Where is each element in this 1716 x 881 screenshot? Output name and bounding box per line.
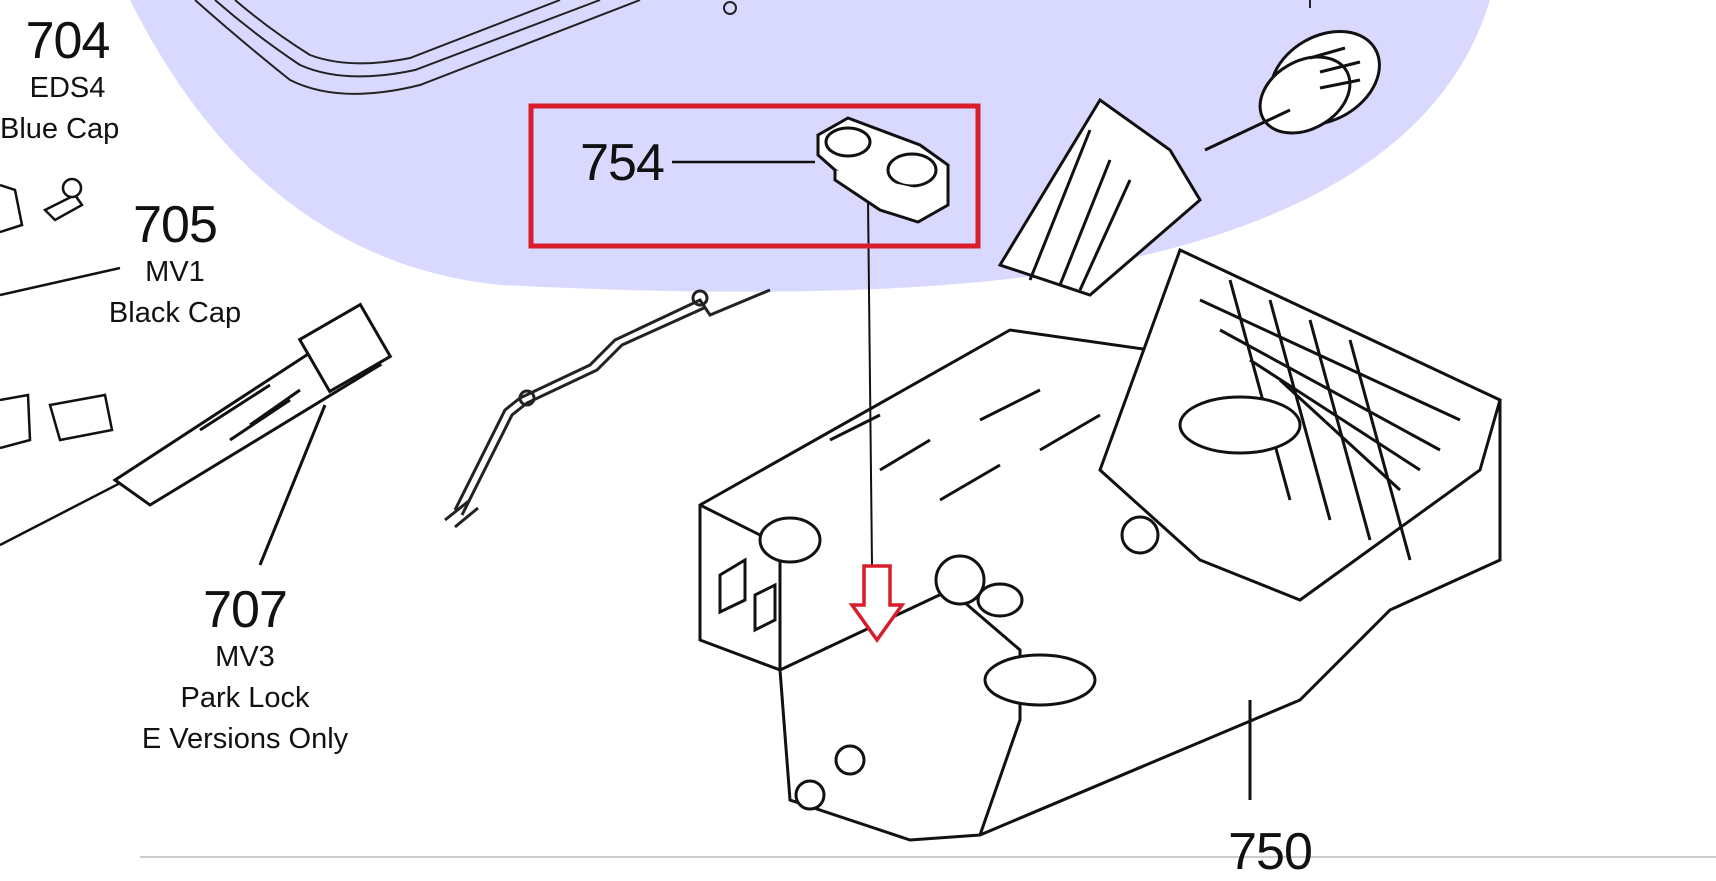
callout-750: 750	[1205, 825, 1335, 879]
callout-704-line-2: Blue Cap	[0, 113, 120, 145]
valve-body	[698, 97, 1502, 842]
part-754	[816, 116, 950, 224]
callout-750-number: 750	[1228, 823, 1313, 881]
callout-704-number: 704	[25, 12, 111, 70]
exploded-parts-diagram	[0, 0, 1716, 858]
callout-705-number: 705	[133, 196, 218, 254]
mv3-solenoid	[112, 302, 393, 566]
callout-707: 707 MV3 Park Lock E Versions Only	[110, 583, 380, 760]
callout-754: 754	[572, 136, 672, 190]
callout-705-line-2: Black Cap	[108, 297, 242, 329]
small-connectors-left	[0, 177, 131, 547]
callout-704-line-1: EDS4	[29, 72, 106, 104]
callout-707-line-1: MV3	[215, 641, 275, 673]
callout-707-number: 707	[203, 581, 288, 639]
callout-707-line-3: E Versions Only	[141, 723, 349, 755]
plug-part	[1204, 29, 1381, 152]
red-highlight-box	[528, 103, 981, 249]
callout-705: 705 MV1 Black Cap	[90, 198, 260, 334]
callout-707-line-2: Park Lock	[180, 682, 310, 714]
callout-705-line-1: MV1	[145, 256, 205, 288]
callout-704: 704 EDS4 Blue Cap	[0, 14, 135, 150]
oil-pan-outline	[194, 0, 1311, 95]
wire-harness	[444, 288, 771, 529]
callout-754-number: 754	[580, 134, 665, 192]
leader-line-754	[867, 199, 873, 566]
red-down-arrow	[848, 564, 906, 644]
